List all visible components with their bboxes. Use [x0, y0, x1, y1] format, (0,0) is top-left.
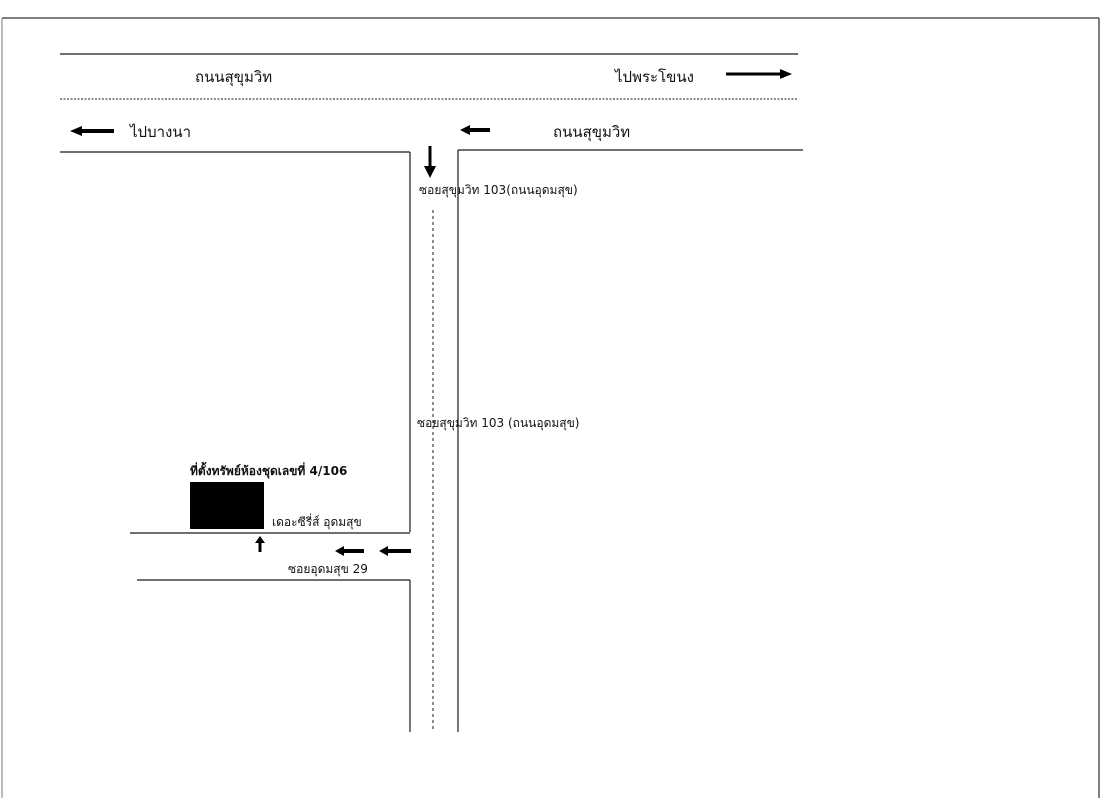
to-phra-khanong-label: ไปพระโขนง	[614, 68, 694, 86]
soi-sukhumvit-103-road	[409, 150, 459, 732]
property-marker	[190, 482, 264, 529]
page-frame	[1, 17, 1100, 798]
sukhumvit-road	[60, 53, 803, 153]
soi-103-label-top: ซอยสุขุมวิท 103(ถนนอุดมสุข)	[419, 183, 578, 198]
soi-udomsuk-29-road	[130, 532, 410, 581]
top-road-label: ถนนสุขุมวิท	[195, 68, 272, 87]
second-road-label: ถนนสุขุมวิท	[553, 123, 630, 142]
soi-udomsuk-29-label: ซอยอุดมสุข 29	[288, 562, 368, 577]
property-location-label: ที่ตั้งทรัพย์ห้องชุดเลขที่ 4/106	[190, 461, 347, 479]
arrow-left-1-icon	[379, 546, 411, 556]
soi-103-label-mid: ซอยสุขุมวิท 103 (ถนนอุดมสุข)	[417, 416, 579, 431]
building-name-label: เดอะซีรี่ส์ อุดมสุข	[272, 513, 362, 530]
arrow-to-bang-na-icon	[70, 126, 114, 136]
arrow-left-2-icon	[335, 546, 364, 556]
arrow-to-phra-khanong-icon	[726, 69, 792, 79]
to-bang-na-label: ไปบางนา	[129, 123, 191, 141]
arrow-down-into-soi-icon	[424, 146, 436, 178]
arrow-sukhumvit-westbound-icon	[460, 125, 490, 135]
arrow-up-to-property-icon	[255, 536, 265, 552]
